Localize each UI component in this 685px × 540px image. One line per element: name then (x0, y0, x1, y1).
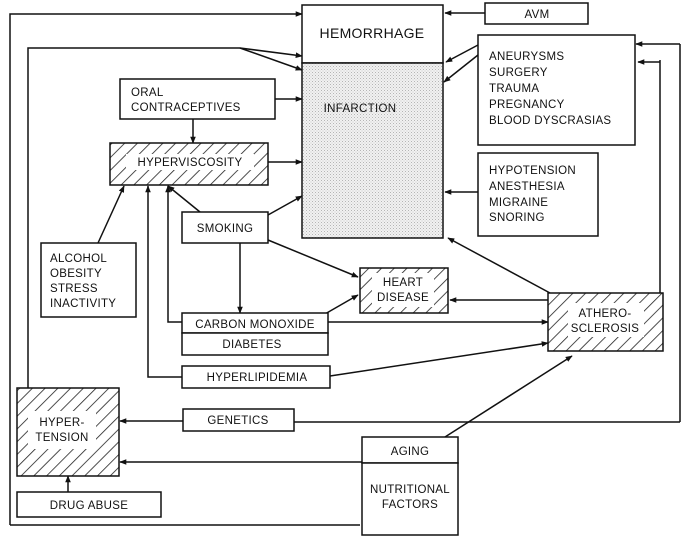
aging-label: AGING (391, 446, 430, 458)
arrow-smoking-to-hyperviscosity (167, 185, 201, 213)
nutritional-factors-box: NUTRITIONAL FACTORS (361, 462, 459, 536)
smoking-label: SMOKING (197, 223, 253, 235)
aging-box: AGING (361, 436, 459, 464)
hypotension-box: HYPOTENSION ANESTHESIA MIGRAINE SNORING (477, 152, 599, 237)
avm-box: AVM (484, 2, 589, 25)
infarction-label: INFARCTION (324, 103, 397, 115)
contraceptives-label: CONTRACEPTIVES (131, 102, 241, 114)
arrow-hyperlipidemia-to-atherosclerosis (329, 341, 549, 377)
diabetes-label: DIABETES (222, 339, 281, 351)
drug-abuse-label: DRUG ABUSE (50, 500, 128, 512)
line-hypertension-up (27, 47, 240, 388)
heart-disease-box: HEART DISEASE (359, 267, 449, 314)
arrow-hypertension-to-hemorrhage (239, 47, 303, 58)
tension-label: TENSION (35, 432, 88, 444)
factors-label: FACTORS (382, 499, 438, 511)
inactivity-label: INACTIVITY (50, 298, 116, 310)
hemorrhage-box: HEMORRHAGE (301, 4, 444, 64)
line-co-to-hyperviscosity (167, 230, 182, 323)
athero-label: ATHERO- (579, 308, 632, 320)
carbon-monoxide-label: CARBON MONOXIDE (195, 319, 315, 331)
stress-label: STRESS (50, 283, 98, 295)
carbon-monoxide-box: CARBON MONOXIDE (181, 312, 329, 334)
line-outer-left (9, 13, 280, 525)
arrow-athero-to-infarction (447, 237, 551, 294)
oral-contraceptives-box: ORAL CONTRACEPTIVES (119, 78, 276, 120)
oral-label: ORAL (131, 87, 164, 99)
arrow-smoking-to-infarction (267, 195, 303, 216)
heart-label: HEART (383, 277, 423, 289)
drug-abuse-box: DRUG ABUSE (16, 491, 162, 518)
avm-label: AVM (525, 9, 550, 21)
arrow-aneurysms-to-infarction (443, 54, 479, 83)
aneurysms-label: ANEURYSMS (489, 51, 564, 63)
hypertension-box: HYPER- TENSION (16, 387, 120, 477)
hyperlipidemia-label: HYPERLIPIDEMIA (207, 372, 308, 384)
arrow-aneurysms-to-hemorrhage (445, 44, 479, 63)
hyperviscosity-label: HYPERVISCOSITY (138, 157, 243, 169)
arrow-smoking-to-heart-disease (267, 239, 359, 278)
arrow-aging-to-atherosclerosis (444, 355, 573, 438)
genetics-box: GENETICS (182, 408, 295, 432)
line-hyperlipidemia-to-hyperviscosity (147, 220, 182, 378)
arrow-alcohol-to-hyperviscosity (97, 185, 125, 244)
diabetes-box: DIABETES (181, 332, 329, 356)
surgery-label: SURGERY (489, 67, 548, 79)
hypotension-label: HYPOTENSION (489, 165, 576, 177)
pregnancy-label: PREGNANCY (489, 99, 565, 111)
nutritional-label: NUTRITIONAL (370, 484, 450, 496)
migraine-label: MIGRAINE (489, 197, 548, 209)
alcohol-label: ALCOHOL (50, 253, 107, 265)
anesthesia-label: ANESTHESIA (489, 181, 565, 193)
alcohol-box: ALCOHOL OBESITY STRESS INACTIVITY (40, 242, 137, 318)
sclerosis-label: SCLEROSIS (571, 323, 640, 335)
atherosclerosis-box: ATHERO- SCLEROSIS (547, 292, 664, 352)
hyperviscosity-box: HYPERVISCOSITY (109, 142, 269, 186)
trauma-label: TRAUMA (489, 83, 539, 95)
obesity-label: OBESITY (50, 268, 102, 280)
disease-label: DISEASE (377, 292, 429, 304)
genetics-label: GENETICS (207, 415, 268, 427)
aneurysms-box: ANEURYSMS SURGERY TRAUMA PREGNANCY BLOOD… (477, 34, 636, 146)
blood-dyscrasias-label: BLOOD DYSCRASIAS (489, 115, 611, 127)
hemorrhage-label: HEMORRHAGE (320, 25, 425, 41)
hyper-label: HYPER- (39, 417, 84, 429)
hyperlipidemia-box: HYPERLIPIDEMIA (181, 365, 331, 389)
infarction-box: INFARCTION (301, 62, 444, 239)
smoking-box: SMOKING (181, 211, 269, 244)
connectors (9, 10, 681, 526)
arrow-hypertension-to-infarction (239, 47, 303, 71)
snoring-label: SNORING (489, 212, 545, 224)
